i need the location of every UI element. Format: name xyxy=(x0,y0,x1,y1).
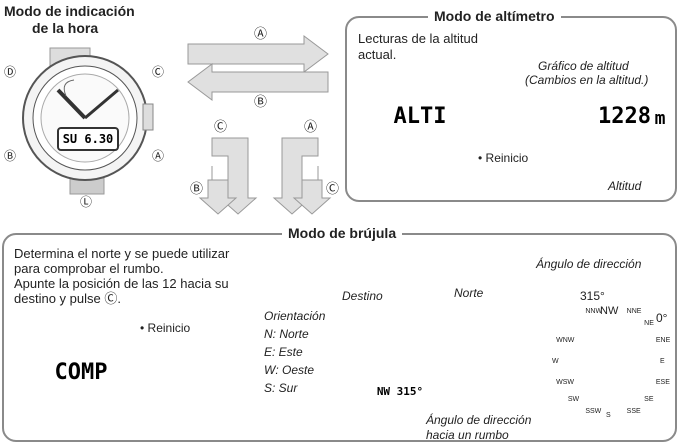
rose-label-s: S xyxy=(606,412,611,419)
rose-label-nne: NNE xyxy=(626,308,642,316)
compass-panel xyxy=(2,233,677,442)
btn-a-label: Ⓐ xyxy=(152,149,165,163)
compass-title: Modo de brújula xyxy=(282,225,403,241)
rose-label-ssw: SSW xyxy=(585,407,602,415)
compass-desc-line3: Apunte la posición de las 12 hacia su xyxy=(14,276,229,291)
orientation-w: W: Oeste xyxy=(264,363,315,377)
arrow-back-to-time xyxy=(187,63,329,101)
btn-l-label: Ⓛ xyxy=(80,195,93,209)
orientation-n: N: Norte xyxy=(264,327,309,341)
angle-value: 315° xyxy=(580,289,605,303)
flow-c-left-label: Ⓒ xyxy=(214,119,228,134)
rose-label-w: W xyxy=(552,358,559,365)
btn-c-label: Ⓒ xyxy=(152,65,165,79)
rose-label-ne: NE xyxy=(644,319,654,327)
rose-label-e: E xyxy=(660,358,665,365)
altimeter-title: Modo de altímetro xyxy=(428,8,561,24)
graph-label-line2: (Cambios en la altitud.) xyxy=(525,73,649,87)
arrow-down-left xyxy=(198,137,258,215)
btn-d-label: Ⓓ xyxy=(4,65,17,79)
orientation-s: S: Sur xyxy=(264,381,298,395)
rose-nw: NW xyxy=(600,305,619,317)
graph-label-line1: Gráfico de altitud xyxy=(538,59,629,73)
rose-label-ese: ESE xyxy=(655,378,670,386)
flow-a-right-label: Ⓐ xyxy=(304,119,318,134)
destination-label: Destino xyxy=(342,289,383,303)
altimeter-desc-line1: Lecturas de la altitud xyxy=(358,31,478,46)
rose-label-sw: SW xyxy=(567,396,580,404)
orientation-e: E: Este xyxy=(264,345,303,359)
compass-desc-line1: Determina el norte y se puede utilizar xyxy=(14,246,230,261)
north-label: Norte xyxy=(454,286,484,300)
flow-c-right-label: Ⓒ xyxy=(326,181,340,196)
altimeter-desc-line2: actual. xyxy=(358,47,397,62)
btn-b-label: Ⓑ xyxy=(4,149,17,163)
compass-lcd: COMP xyxy=(54,360,108,385)
compass-desc-line4: destino y pulse Ⓒ. xyxy=(14,291,121,306)
timekeeping-title-line2: de la hora xyxy=(32,20,99,36)
altitude-unit: m xyxy=(654,108,666,129)
rose-label-wsw: WSW xyxy=(556,378,574,386)
altimeter-panel xyxy=(345,16,677,202)
compass-desc-line2: para comprobar el rumbo. xyxy=(14,261,164,276)
arrow-down-right xyxy=(272,137,332,215)
altimeter-reset-label: • Reinicio xyxy=(478,151,529,165)
flow-b-left-label: Ⓑ xyxy=(190,181,204,196)
rose-zero: 0° xyxy=(656,311,668,325)
compass-watch-lcd: NW 315° xyxy=(376,385,424,398)
altimeter-lcd: ALTI xyxy=(393,104,447,129)
compass-reset-label: • Reinicio xyxy=(140,321,191,335)
timekeeping-title-line1: Modo de indicación xyxy=(4,3,135,19)
arrow-to-altimeter xyxy=(187,35,329,73)
flow-b-label: Ⓑ xyxy=(254,94,268,109)
angle-label-line2: hacia un rumbo xyxy=(426,428,509,442)
altitude-label: Altitud xyxy=(608,179,642,193)
rose-label-sse: SSE xyxy=(626,407,641,415)
orientation-title: Orientación xyxy=(264,309,326,323)
direction-angle-label: Ángulo de dirección xyxy=(536,257,642,271)
rose-label-nnw: NNW xyxy=(585,308,603,316)
timekeeping-lcd: SU 6.30 xyxy=(62,132,114,146)
altitude-reading: 1228 xyxy=(598,104,651,129)
flow-a-label: Ⓐ xyxy=(254,26,268,41)
timekeeping-watch xyxy=(22,47,154,195)
rose-label-wnw: WNW xyxy=(556,337,575,345)
angle-label-line1: Ángulo de dirección xyxy=(426,413,532,427)
rose-label-ene: ENE xyxy=(655,337,671,345)
rose-label-se: SE xyxy=(644,396,654,404)
